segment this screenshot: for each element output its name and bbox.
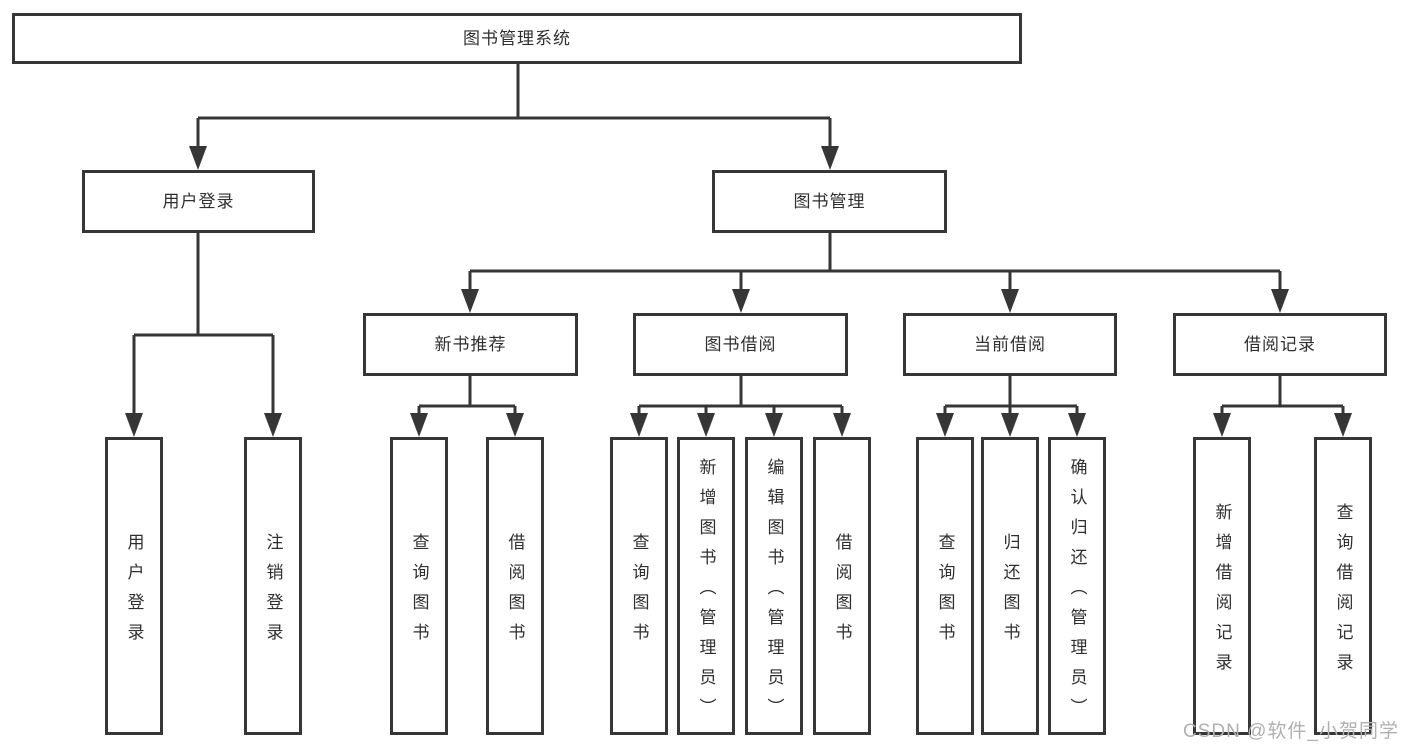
leaf-newbooks-borrow-books: 借阅图书	[486, 437, 544, 735]
leaf-label: 注销登录	[263, 532, 283, 653]
leaf-current-return-books: 归还图书	[981, 437, 1039, 735]
node-current-borrowing: 当前借阅	[903, 313, 1117, 376]
leaf-label: 查询借阅记录	[1333, 502, 1353, 683]
leaf-borrowing-borrow-books: 借阅图书	[813, 437, 871, 735]
node-user-login-branch: 用户登录	[82, 170, 315, 233]
node-library-management-system: 图书管理系统	[12, 13, 1022, 64]
node-label: 图书管理	[793, 192, 866, 211]
node-book-management-branch: 图书管理	[712, 170, 947, 233]
leaf-label: 借阅图书	[832, 532, 852, 653]
csdn-watermark: CSDN @软件_小贺同学	[1183, 721, 1399, 742]
leaf-add-borrow-record: 新增借阅记录	[1193, 437, 1251, 735]
leaf-label: 借阅图书	[505, 532, 525, 653]
leaf-label: 新增图书（管理员）	[696, 457, 716, 728]
leaf-borrowing-query-books: 查询图书	[610, 437, 668, 735]
leaf-user-login: 用户登录	[105, 437, 163, 735]
leaf-newbooks-query-books: 查询图书	[390, 437, 448, 735]
leaf-current-confirm-return-admin: 确认归还（管理员）	[1048, 437, 1106, 735]
node-label: 当前借阅	[974, 335, 1046, 354]
node-borrowing-records: 借阅记录	[1173, 313, 1387, 376]
leaf-label: 归还图书	[1000, 532, 1020, 653]
leaf-label: 查询图书	[629, 532, 649, 653]
leaf-label: 查询图书	[409, 532, 429, 653]
leaf-current-query-books: 查询图书	[916, 437, 974, 735]
leaf-borrowing-add-books-admin: 新增图书（管理员）	[677, 437, 735, 735]
node-label: 用户登录	[162, 192, 235, 211]
leaf-logout: 注销登录	[244, 437, 302, 735]
leaf-borrowing-edit-books-admin: 编辑图书（管理员）	[745, 437, 803, 735]
node-label: 图书管理系统	[463, 29, 571, 48]
leaf-label: 查询图书	[935, 532, 955, 653]
node-label: 借阅记录	[1244, 335, 1316, 354]
leaf-label: 新增借阅记录	[1212, 502, 1232, 683]
node-book-borrowing: 图书借阅	[633, 313, 848, 376]
leaf-query-borrow-record: 查询借阅记录	[1314, 437, 1372, 735]
arrowheads	[125, 146, 1352, 437]
leaf-label: 用户登录	[124, 532, 144, 653]
leaf-label: 确认归还（管理员）	[1067, 457, 1087, 728]
leaf-label: 编辑图书（管理员）	[764, 457, 784, 728]
node-label: 新书推荐	[434, 335, 507, 354]
node-label: 图书借阅	[704, 335, 777, 354]
node-new-book-recommendation: 新书推荐	[363, 313, 578, 376]
